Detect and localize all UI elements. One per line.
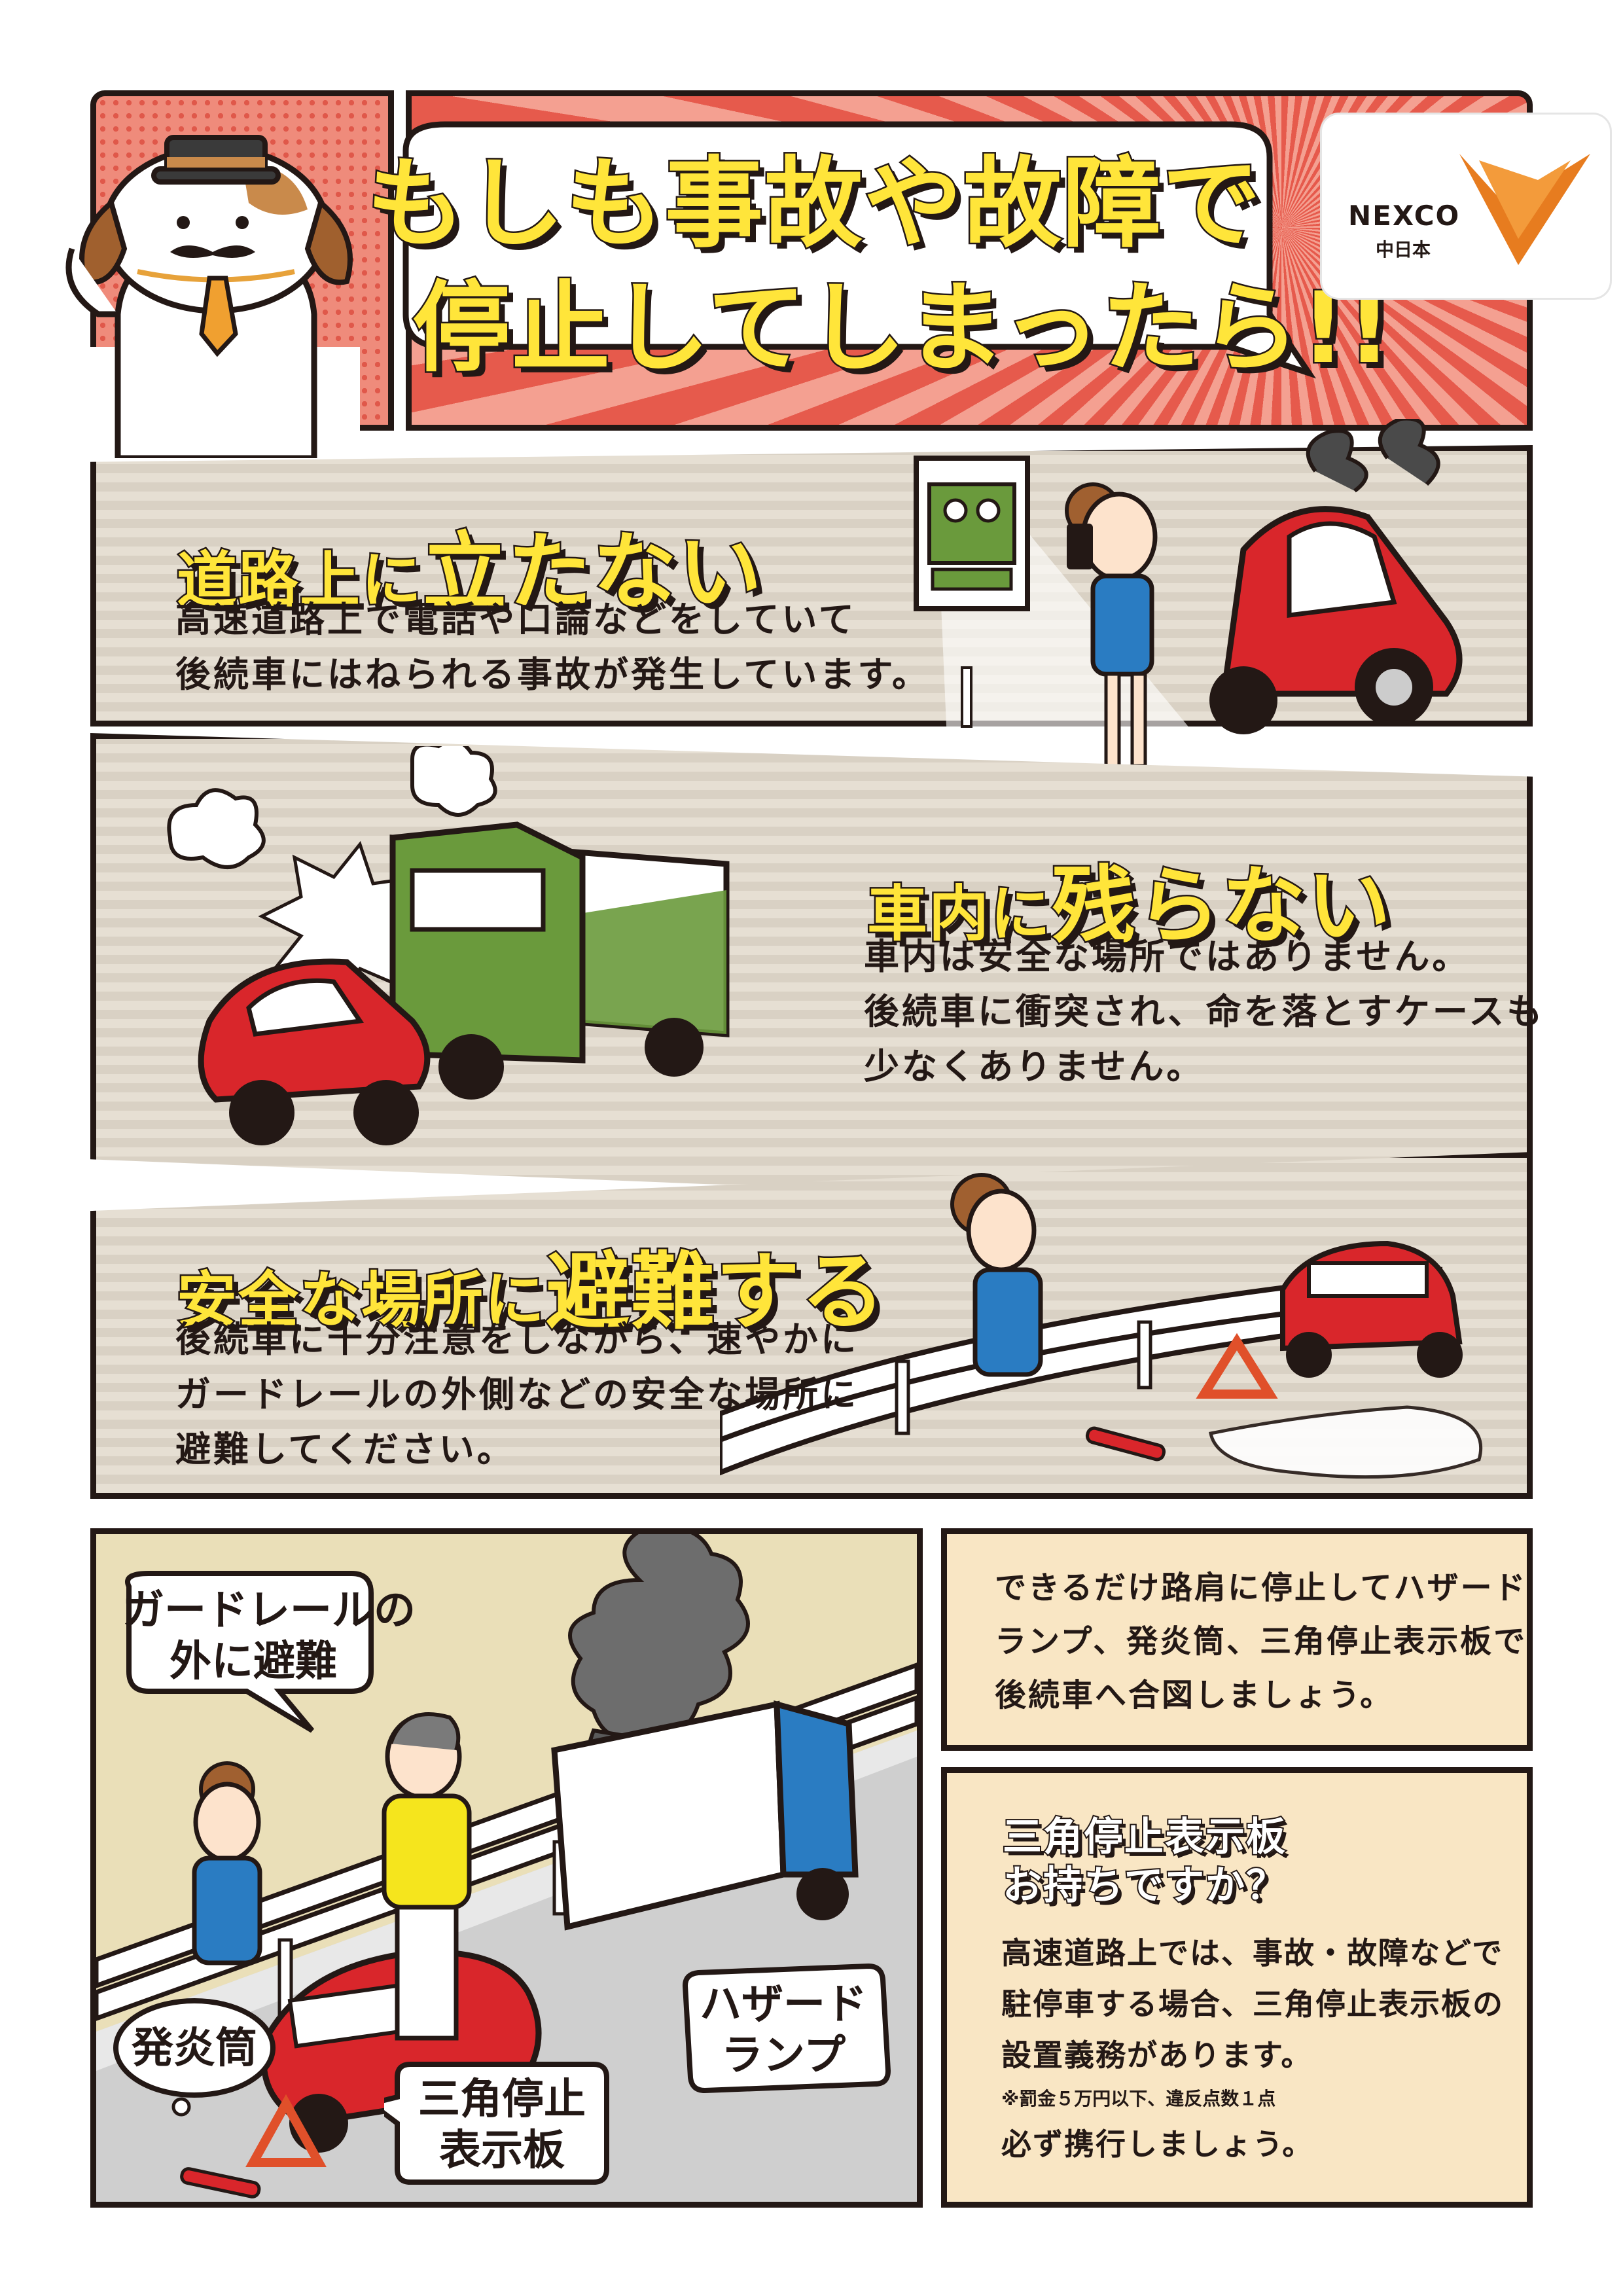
flare-bubble-shape [113, 1998, 276, 2117]
section2-line1: 車内は安全な場所ではありません。 [864, 936, 1471, 977]
info2-line3: 設置義務があります。 [1001, 2037, 1313, 2073]
info-box-signal-text: できるだけ路肩に停止してハザード ランプ、発炎筒、三角停止表示板で 後続車へ合図… [995, 1561, 1527, 1722]
info2-heading-line2: お持ちですか？ [1001, 1861, 1287, 1910]
section3-line1: 後続車に十分注意をしながら、速やかに [175, 1319, 859, 1360]
info1-line1: できるだけ路肩に停止してハザード [995, 1570, 1527, 1606]
triangle-bubble-shape [384, 2062, 609, 2185]
flare-bubble-text: 発炎筒 [132, 2024, 257, 2073]
section3-title-big: 避難する [544, 1242, 887, 1343]
bottom-scene-panel: ガードレールの 外に避難 発炎筒 三角停止 表示板 ハザード ランプ [90, 1528, 923, 2208]
section1-title-small: 道路上に [175, 544, 423, 617]
section1-body: 高速道路上で電話や口論などをしていて 後続車にはねられる事故が発生しています。 [175, 592, 930, 702]
section1-title-big: 立たない [421, 522, 764, 623]
info-box-signal [941, 1528, 1533, 1751]
section2-line3: 少なくありません。 [864, 1046, 1205, 1087]
hazard-bubble-line1: ハザード [700, 1981, 867, 2029]
section2-title-big: 残らない [1050, 856, 1393, 957]
nexco-logo-text: NEXCO [1348, 200, 1461, 232]
info2-heading: 三角停止表示板 お持ちですか？ [1001, 1813, 1287, 1910]
section3-title-small: 安全な場所に [175, 1264, 546, 1337]
guardrail-bubble-line2: 外に避難 [169, 1638, 337, 1686]
guardrail-bubble-shape [125, 1571, 374, 1733]
crash-scene-illustration [167, 746, 730, 1145]
page-title-line1: もしも事故や故障で [365, 146, 1262, 263]
info2-line1: 高速道路上では、事故・故障などで [1001, 1935, 1504, 1971]
section1-line1: 高速道路上で電話や口論などをしていて [175, 599, 857, 640]
section3-title: 安全な場所に避難する [175, 1224, 887, 1345]
section1-title: 道路上に立たない [175, 504, 764, 625]
info2-line2: 駐停車する場合、三角停止表示板の [1001, 1986, 1504, 2022]
triangle-bubble-text: 三角停止 表示板 [397, 2074, 607, 2176]
page-title-line2: 停止してしまったら!! [410, 270, 1393, 387]
hazard-bubble-text: ハザード ランプ [685, 1979, 882, 2081]
hazard-bubble-line2: ランプ [721, 2032, 846, 2080]
section2-title-small: 車内に [865, 878, 1052, 951]
nexco-logo-sub: 中日本 [1376, 239, 1431, 260]
highway-fire-scene-illustration [96, 1534, 917, 2202]
guardrail-bubble-text: ガードレールの 外に避難 [122, 1585, 416, 1687]
section3-body: 後続車に十分注意をしながら、速やかに ガードレールの外側などの安全な場所に 避難… [175, 1312, 859, 1477]
section2-line2: 後続車に衝突され、命を落とすケースも [864, 991, 1545, 1032]
section3-line2: ガードレールの外側などの安全な場所に [175, 1374, 859, 1415]
section3-line3: 避難してください。 [175, 1429, 515, 1470]
triangle-bubble-line2: 表示板 [439, 2126, 565, 2175]
info1-line2: ランプ、発炎筒、三角停止表示板で [995, 1623, 1527, 1660]
info-box-triangle [941, 1767, 1533, 2208]
info2-note: ※罰金５万円以下、違反点数１点 [1001, 2088, 1276, 2109]
title-speech-bubble [402, 121, 1317, 379]
nexco-logo: NEXCO 中日本 [1322, 115, 1610, 298]
info2-heading-line1: 三角停止表示板 [1001, 1813, 1287, 1861]
guardrail-bubble-line1: ガードレールの [122, 1587, 416, 1635]
info2-body: 高速道路上では、事故・故障などで 駐停車する場合、三角停止表示板の 設置義務があ… [1001, 1928, 1504, 2081]
hazard-bubble-shape [682, 1963, 891, 2094]
section1-line2: 後続車にはねられる事故が発生しています。 [175, 654, 930, 695]
guardrail-scene-illustration [720, 1173, 1483, 1479]
nexco-chevron-icon [1459, 154, 1590, 265]
section2-title: 車内に残らない [865, 838, 1393, 959]
section2-body: 車内は安全な場所ではありません。 後続車に衝突され、命を落とすケースも 少なくあ… [864, 929, 1544, 1094]
info1-line3: 後続車へ合図しましょう。 [995, 1677, 1394, 1713]
triangle-bubble-line1: 三角停止 [418, 2075, 586, 2124]
mascot-dog-illustration [65, 135, 360, 458]
road-scene-illustration-1 [914, 419, 1463, 785]
info2-closing: 必ず携行しましょう。 [1001, 2126, 1314, 2162]
